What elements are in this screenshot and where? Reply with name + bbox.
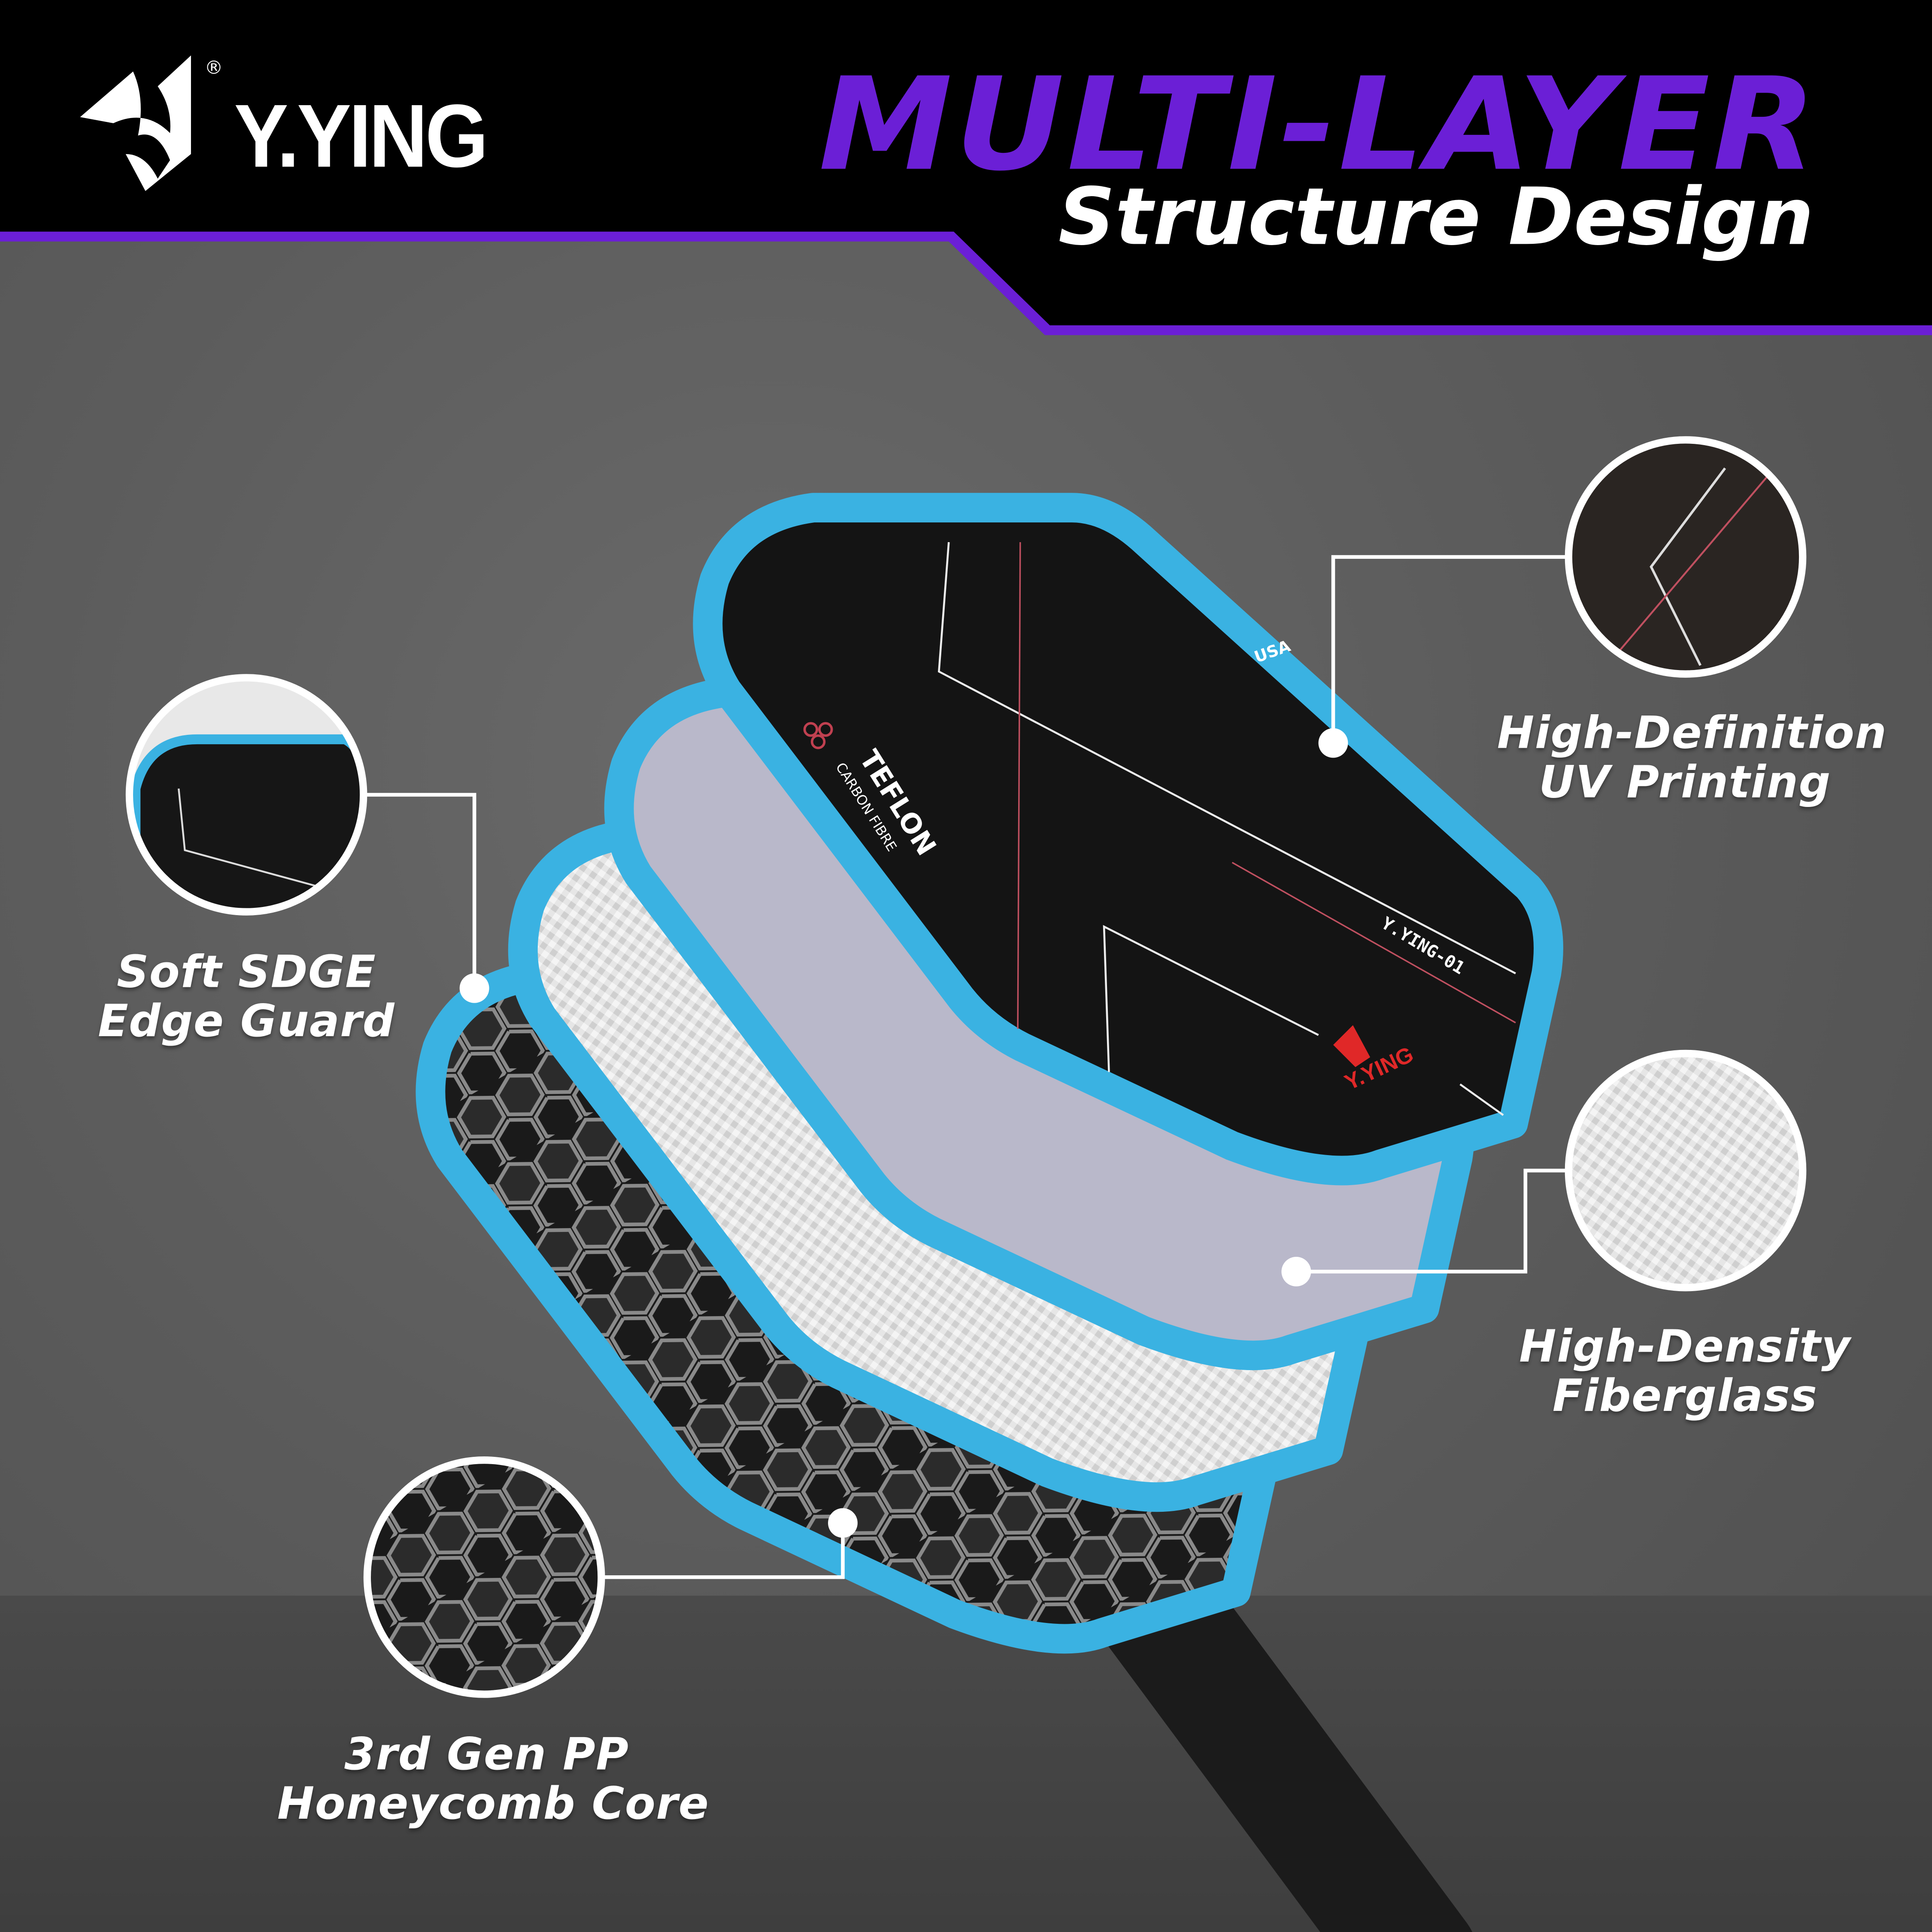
paddle-handle bbox=[1090, 1540, 1472, 1932]
brand-logo-icon bbox=[80, 55, 191, 191]
callout-fiberglass: High-Density Fiberglass bbox=[1516, 1323, 1854, 1422]
teflon-hex-icon bbox=[803, 722, 833, 749]
callout-line2: Fiberglass bbox=[1552, 1371, 1818, 1422]
header-bar bbox=[0, 0, 1932, 335]
face-logo-icon bbox=[1333, 1025, 1371, 1067]
callout-honeycomb: 3rd Gen PP Honeycomb Core bbox=[277, 1730, 710, 1830]
uv-printing-detail-circle bbox=[1565, 436, 1807, 678]
callout-line2: Honeycomb Core bbox=[277, 1779, 710, 1830]
callout-line1: High-Definition bbox=[1497, 708, 1887, 759]
callout-connectors bbox=[361, 555, 1571, 1579]
edge-guard-detail-circle bbox=[125, 674, 367, 916]
title-line2: Structure Design bbox=[1058, 172, 1814, 264]
registered-mark: ® bbox=[204, 57, 223, 79]
callout-line1: High-Density bbox=[1519, 1322, 1851, 1373]
callout-uv-printing: High-Definition UV Printing bbox=[1497, 708, 1887, 809]
face-graphics bbox=[937, 542, 1516, 1116]
carbon-face-layer bbox=[693, 493, 1563, 1186]
callout-line2: Edge Guard bbox=[98, 997, 395, 1048]
callout-edge-guard: Soft SDGE Edge Guard bbox=[74, 947, 419, 1048]
callout-dots bbox=[459, 728, 1348, 1538]
callout-line1: 3rd Gen PP bbox=[344, 1730, 629, 1781]
honeycomb-detail-circle bbox=[363, 1456, 605, 1698]
callout-line1: Soft SDGE bbox=[116, 947, 376, 998]
floor-background bbox=[0, 1595, 1932, 1932]
brand-name: Y.YING bbox=[234, 85, 488, 186]
fiberglass-detail-circle bbox=[1565, 1049, 1807, 1292]
callout-line2: UV Printing bbox=[1539, 758, 1831, 809]
title-line1: MULTI-LAYER bbox=[818, 49, 1819, 200]
